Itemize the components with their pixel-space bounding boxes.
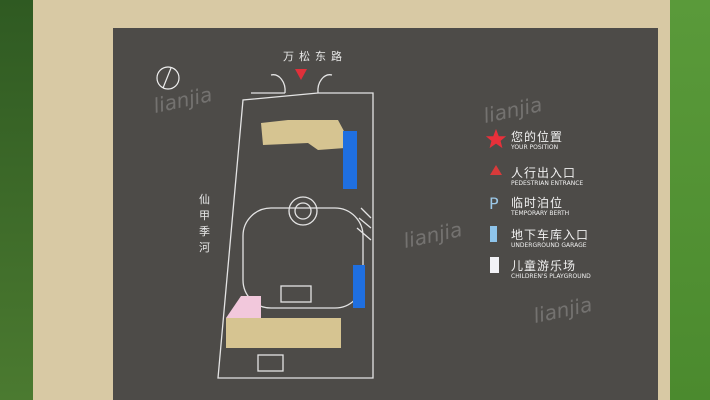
legend-label: 儿童游乐场 (511, 259, 577, 273)
legend-your-position: 您的位置 YOUR POSITION (485, 128, 564, 151)
star-icon (485, 128, 507, 149)
legend-label: 地下车库入口 (511, 228, 590, 242)
legend-label-en: PEDESTRIAN ENTRANCE (511, 180, 584, 187)
legend-label: 临时泊位 (511, 196, 564, 210)
parking-icon: P (489, 194, 499, 213)
garage-entrance-2 (353, 265, 365, 308)
compass-icon (156, 66, 180, 90)
garage-entrance-1 (343, 131, 357, 189)
building-south (226, 318, 341, 348)
site-plan (156, 66, 374, 379)
playground-icon (490, 257, 499, 273)
legend-children-playground: 儿童游乐场 CHILDREN'S PLAYGROUND (490, 257, 591, 280)
garage-icon (490, 226, 497, 242)
river-label: 仙甲季河 (199, 193, 210, 254)
triangle-icon (490, 165, 502, 175)
sign-frame: 万松东路 仙甲季河 您的位置 YOUR POSITION 人行出入口 PEDES… (33, 0, 670, 400)
legend-label: 人行出入口 (511, 166, 577, 180)
entrance-triangle-icon (295, 69, 307, 80)
legend-label-en: CHILDREN'S PLAYGROUND (511, 273, 591, 280)
legend-label-en: TEMPORARY BERTH (511, 210, 570, 217)
legend-underground-garage: 地下车库入口 UNDERGROUND GARAGE (490, 226, 590, 249)
legend-label-en: YOUR POSITION (511, 144, 559, 151)
map-board: 万松东路 仙甲季河 您的位置 YOUR POSITION 人行出入口 PEDES… (113, 28, 658, 400)
legend-temporary-berth: P 临时泊位 TEMPORARY BERTH (489, 194, 570, 217)
legend-label-en: UNDERGROUND GARAGE (511, 242, 587, 249)
building-north (261, 120, 345, 150)
legend-pedestrian-entrance: 人行出入口 PEDESTRIAN ENTRANCE (490, 164, 584, 187)
playground (226, 296, 261, 318)
legend-label: 您的位置 (511, 130, 564, 144)
grass-right (665, 0, 710, 400)
road-label: 万松东路 (283, 50, 347, 63)
